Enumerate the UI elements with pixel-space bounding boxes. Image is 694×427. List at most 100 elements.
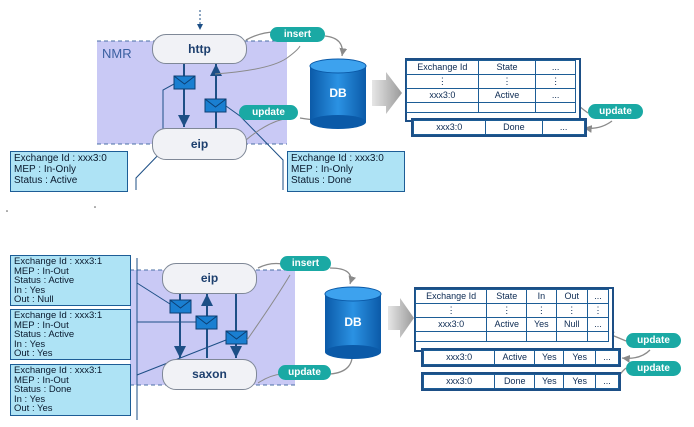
table-update-pill: update <box>588 104 643 119</box>
table-cell <box>486 331 528 342</box>
db-label: DB <box>329 86 347 100</box>
table-row: xxx3:0 Active ... <box>406 88 576 103</box>
info-line: Exchange Id : xxx3:1 <box>14 365 103 376</box>
table-row <box>414 331 610 342</box>
table-row: xxx3:0 Done ... <box>413 120 585 135</box>
table-header-row: Exchange Id State In Out ... <box>414 289 610 304</box>
table-cell: Active <box>486 317 528 332</box>
table-row: xxx3:0 Active Yes Yes ... <box>422 350 620 365</box>
info-line: Out : Yes <box>14 348 53 359</box>
table-cell: Yes <box>563 350 596 365</box>
info-box-left: Exchange Id : xxx3:0 MEP : In-Only Statu… <box>10 151 128 192</box>
table-cell <box>555 331 588 342</box>
eip-node[interactable]: eip <box>152 128 247 160</box>
info-line: In : Yes <box>14 393 46 405</box>
table-cell: Active <box>494 350 536 365</box>
table-cell: Yes <box>534 350 565 365</box>
header-cell: Exchange Id <box>414 289 488 304</box>
table-cell: xxx3:0 <box>422 350 496 365</box>
updated-row-table: xxx3:0 Done ... <box>411 118 587 137</box>
message-envelope-icon <box>204 98 227 113</box>
message-envelope-icon <box>169 299 192 314</box>
table-cell: ... <box>586 317 610 332</box>
table-cell <box>526 331 557 342</box>
info-line: Status : Done <box>291 175 352 186</box>
table-cell: ⋮ <box>535 74 576 89</box>
info-line: Status : Done <box>14 384 72 395</box>
table-cell: xxx3:0 <box>422 374 496 389</box>
table-cell: xxx3:0 <box>406 88 479 103</box>
table-cell <box>414 331 488 342</box>
info-line: Out : Null <box>14 294 54 305</box>
header-cell: Exchange Id <box>406 60 479 75</box>
table-cell: ... <box>594 374 620 389</box>
table-row: xxx3:0 Active Yes Null ... <box>414 317 610 332</box>
table-row <box>406 102 576 113</box>
table-header-row: Exchange Id State ... <box>406 60 576 75</box>
table-cell <box>586 331 610 342</box>
flow-arrow-icon <box>388 298 414 338</box>
table-cell: ⋮ <box>477 74 537 89</box>
info-line: Exchange Id : xxx3:1 <box>14 256 103 267</box>
table-cell: ... <box>594 350 620 365</box>
db-table: Exchange Id State ... ⋮ ⋮ ⋮ xxx3:0 Activ… <box>406 60 576 113</box>
info-line: Status : Active <box>14 275 75 286</box>
info-line: Exchange Id : xxx3:1 <box>14 310 103 321</box>
message-envelope-icon <box>173 75 196 90</box>
database-cylinder-icon <box>324 286 382 359</box>
table-cell <box>406 102 479 113</box>
table-update-pill-2: update <box>626 361 681 376</box>
table-row: ⋮ ⋮ ⋮ ⋮ ⋮ <box>414 303 610 318</box>
header-cell: In <box>526 289 557 304</box>
message-envelope-icon <box>225 330 248 345</box>
table-cell: ⋮ <box>414 303 488 318</box>
database-cylinder-icon <box>309 58 367 129</box>
info-line: MEP : In-Only <box>14 164 77 175</box>
message-envelope-icon <box>195 315 218 330</box>
table-cell: Null <box>555 317 588 332</box>
updated-row-table-1: xxx3:0 Active Yes Yes ... <box>421 348 621 367</box>
info-line: MEP : In-Out <box>14 319 69 331</box>
table-cell: ... <box>542 120 585 135</box>
table-cell: Done <box>484 120 544 135</box>
insert-pill-bottom: insert <box>280 256 331 271</box>
table-update-pill-1: update <box>626 333 681 348</box>
info-box-1: Exchange Id : xxx3:1 MEP : In-Out Status… <box>10 255 131 306</box>
update-pill: update <box>239 105 298 120</box>
info-box-3: Exchange Id : xxx3:1 MEP : In-Out Status… <box>10 364 131 416</box>
info-line: Status : Active <box>14 329 75 340</box>
table-cell: ⋮ <box>526 303 557 318</box>
header-cell: ... <box>535 60 576 75</box>
table-cell <box>477 102 537 113</box>
table-row: xxx3:0 Done Yes Yes ... <box>422 374 620 389</box>
table-cell: ⋮ <box>406 74 479 89</box>
flow-arrow-icon <box>372 72 402 114</box>
insert-pill: insert <box>270 27 325 42</box>
updated-row-table-2: xxx3:0 Done Yes Yes ... <box>421 372 621 391</box>
saxon-node[interactable]: saxon <box>162 359 257 390</box>
update-pill-bottom: update <box>278 365 331 380</box>
info-line: In : Yes <box>14 338 46 350</box>
http-node[interactable]: http <box>152 34 247 64</box>
header-cell: Out <box>555 289 588 304</box>
table-cell: Yes <box>534 374 565 389</box>
info-line: Status : Active <box>14 175 78 186</box>
info-line: MEP : In-Out <box>14 265 69 277</box>
table-cell: Yes <box>526 317 557 332</box>
info-line: Exchange Id : xxx3:0 <box>14 153 107 164</box>
header-cell: State <box>477 60 537 75</box>
header-cell: ... <box>586 289 610 304</box>
eip-node-bottom[interactable]: eip <box>162 263 257 294</box>
table-cell: ⋮ <box>555 303 588 318</box>
info-box-2: Exchange Id : xxx3:1 MEP : In-Out Status… <box>10 309 131 360</box>
info-line: In : Yes <box>14 284 46 296</box>
table-cell: ⋮ <box>586 303 610 318</box>
table-cell: Active <box>477 88 537 103</box>
db-table-bottom: Exchange Id State In Out ... ⋮ ⋮ ⋮ ⋮ ⋮ x… <box>414 289 610 342</box>
table-cell: Yes <box>563 374 596 389</box>
table-cell: xxx3:0 <box>413 120 486 135</box>
region-label: NMR <box>102 46 132 61</box>
info-line: Exchange Id : xxx3:0 <box>291 153 384 164</box>
table-row: ⋮ ⋮ ⋮ <box>406 74 576 89</box>
